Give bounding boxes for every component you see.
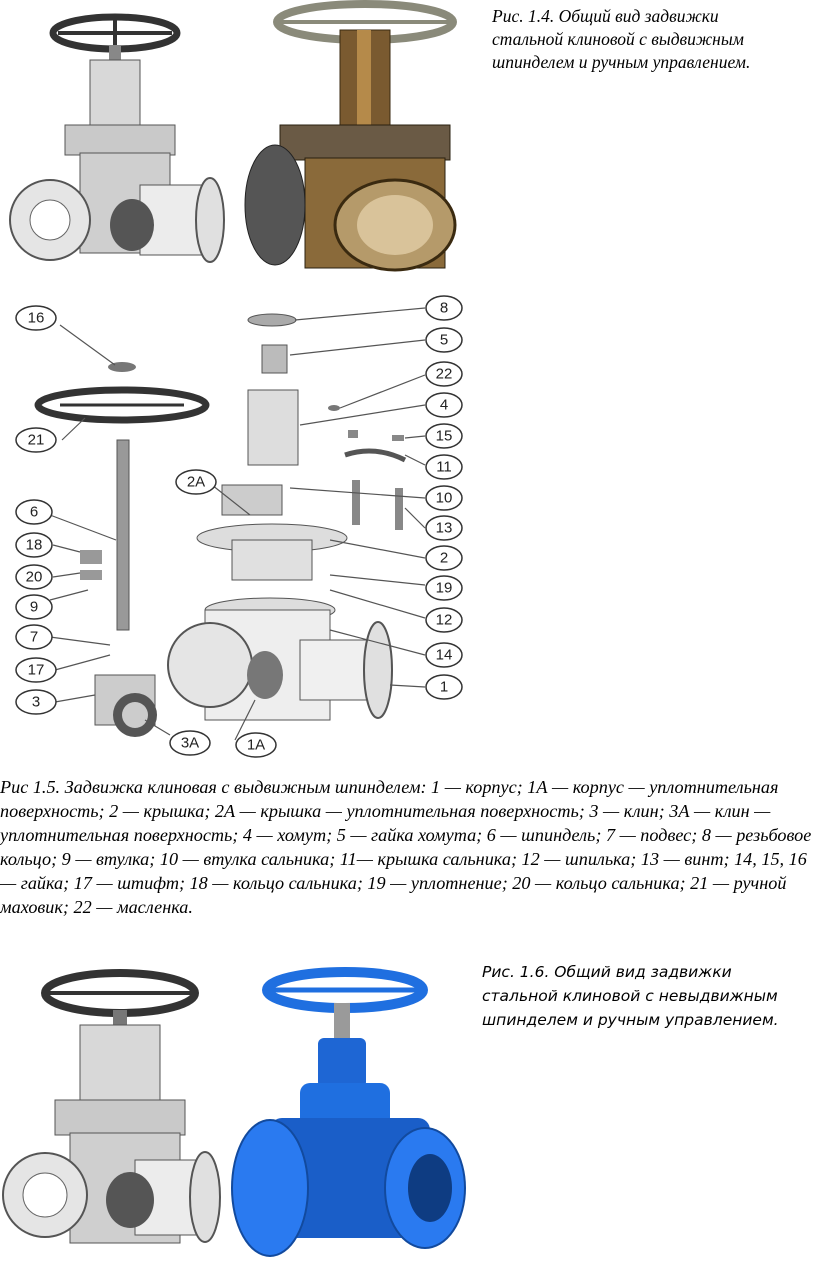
- callout-label: 13: [436, 520, 453, 537]
- callout-label: 17: [28, 662, 45, 679]
- callout-label: 1: [440, 679, 448, 696]
- figure-1-5-caption: Рис 1.5. Задвижка клиновая с выдвижным ш…: [0, 777, 812, 917]
- callout-label: 22: [436, 366, 453, 383]
- callout-label: 10: [436, 490, 453, 507]
- callout-label: 4: [440, 397, 448, 414]
- callout-label: 21: [28, 432, 45, 449]
- valve-cutaway-gray-illustration-2: [2, 969, 221, 1244]
- valve-blue-illustration: [231, 967, 466, 1257]
- callout-label: 20: [26, 569, 43, 586]
- callout-label: 1А: [247, 737, 265, 754]
- figure-1-4-caption: Рис. 1.4. Общий вид задвижки стальной кл…: [492, 6, 751, 72]
- callout-label: 3: [32, 694, 40, 711]
- valve-cutaway-gray-illustration: [9, 13, 225, 263]
- callout-label: 16: [28, 310, 45, 327]
- callout-label: 3А: [181, 735, 199, 752]
- callout-label: 9: [30, 599, 38, 616]
- callout-label: 5: [440, 332, 448, 349]
- callout-label: 6: [30, 504, 38, 521]
- callout-label: 8: [440, 300, 448, 317]
- callout-label: 7: [30, 629, 38, 646]
- callout-label: 11: [436, 459, 452, 476]
- callout-label: 15: [436, 428, 453, 445]
- figure-1-6-caption: Рис. 1.6. Общий вид задвижки стальной кл…: [482, 963, 779, 1029]
- valve-cutaway-brass-illustration: [244, 0, 457, 272]
- callout-label: 19: [436, 580, 453, 597]
- valve-exploded-diagram: 16 21 6 18 20 9 7 17 3 3А 1А 2А 8 5 22 4…: [15, 295, 463, 758]
- callout-label: 18: [26, 537, 43, 554]
- callout-label: 2А: [187, 474, 205, 491]
- callout-label: 12: [436, 612, 453, 629]
- callout-label: 14: [436, 647, 453, 664]
- callout-label: 2: [440, 550, 448, 567]
